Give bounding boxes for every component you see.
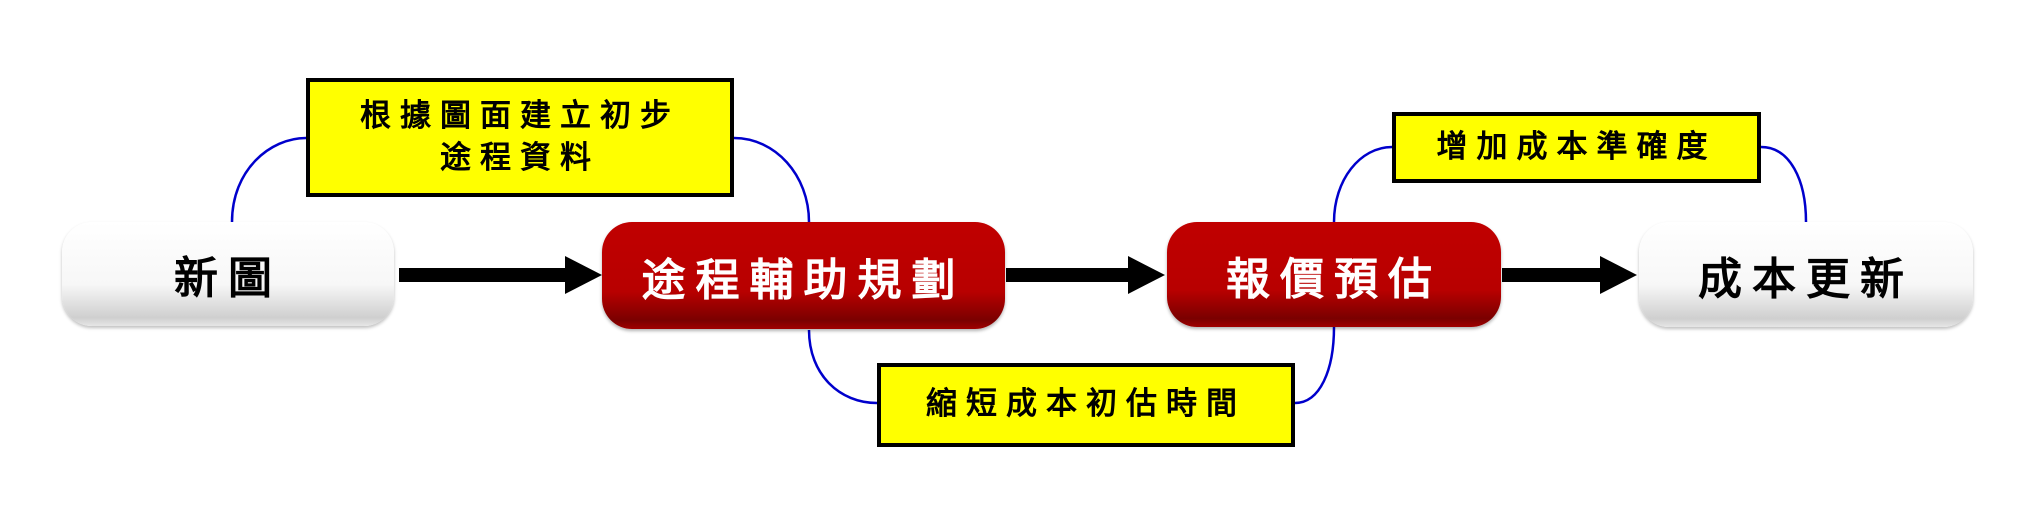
node-cost-update: 成本更新: [1639, 222, 1973, 327]
node-label: 新圖: [174, 253, 282, 304]
connector-quote-to-note3: [1332, 145, 1393, 223]
arrow-3: [1502, 256, 1637, 294]
connector-note2-to-quote: [1294, 326, 1336, 405]
node-label: 成本更新: [1698, 253, 1914, 305]
connector-note3-to-update: [1760, 145, 1808, 223]
node-route-planning: 途程輔助規劃: [602, 222, 1005, 329]
note-text: 縮短成本初估時間: [926, 386, 1246, 423]
node-label: 報價預估: [1226, 253, 1442, 305]
node-new-drawing: 新圖: [62, 222, 394, 326]
node-quote-estimate: 報價預估: [1167, 222, 1501, 327]
note-shorten-time: 縮短成本初估時間: [877, 363, 1295, 447]
connector-note1-to-route: [733, 136, 811, 223]
arrow-1: [399, 256, 602, 294]
arrow-2: [1006, 256, 1165, 294]
note-line-1: 根據圖面建立初步: [360, 97, 680, 134]
note-build-route-data: 根據圖面建立初步 途程資料: [306, 78, 734, 197]
note-line-2: 途程資料: [440, 139, 600, 176]
note-text: 增加成本準確度: [1436, 128, 1717, 165]
connector-route-to-note2: [807, 329, 878, 405]
node-label: 途程輔助規劃: [641, 254, 966, 306]
connector-new-to-note1: [230, 136, 307, 223]
note-increase-accuracy: 增加成本準確度: [1392, 112, 1761, 183]
